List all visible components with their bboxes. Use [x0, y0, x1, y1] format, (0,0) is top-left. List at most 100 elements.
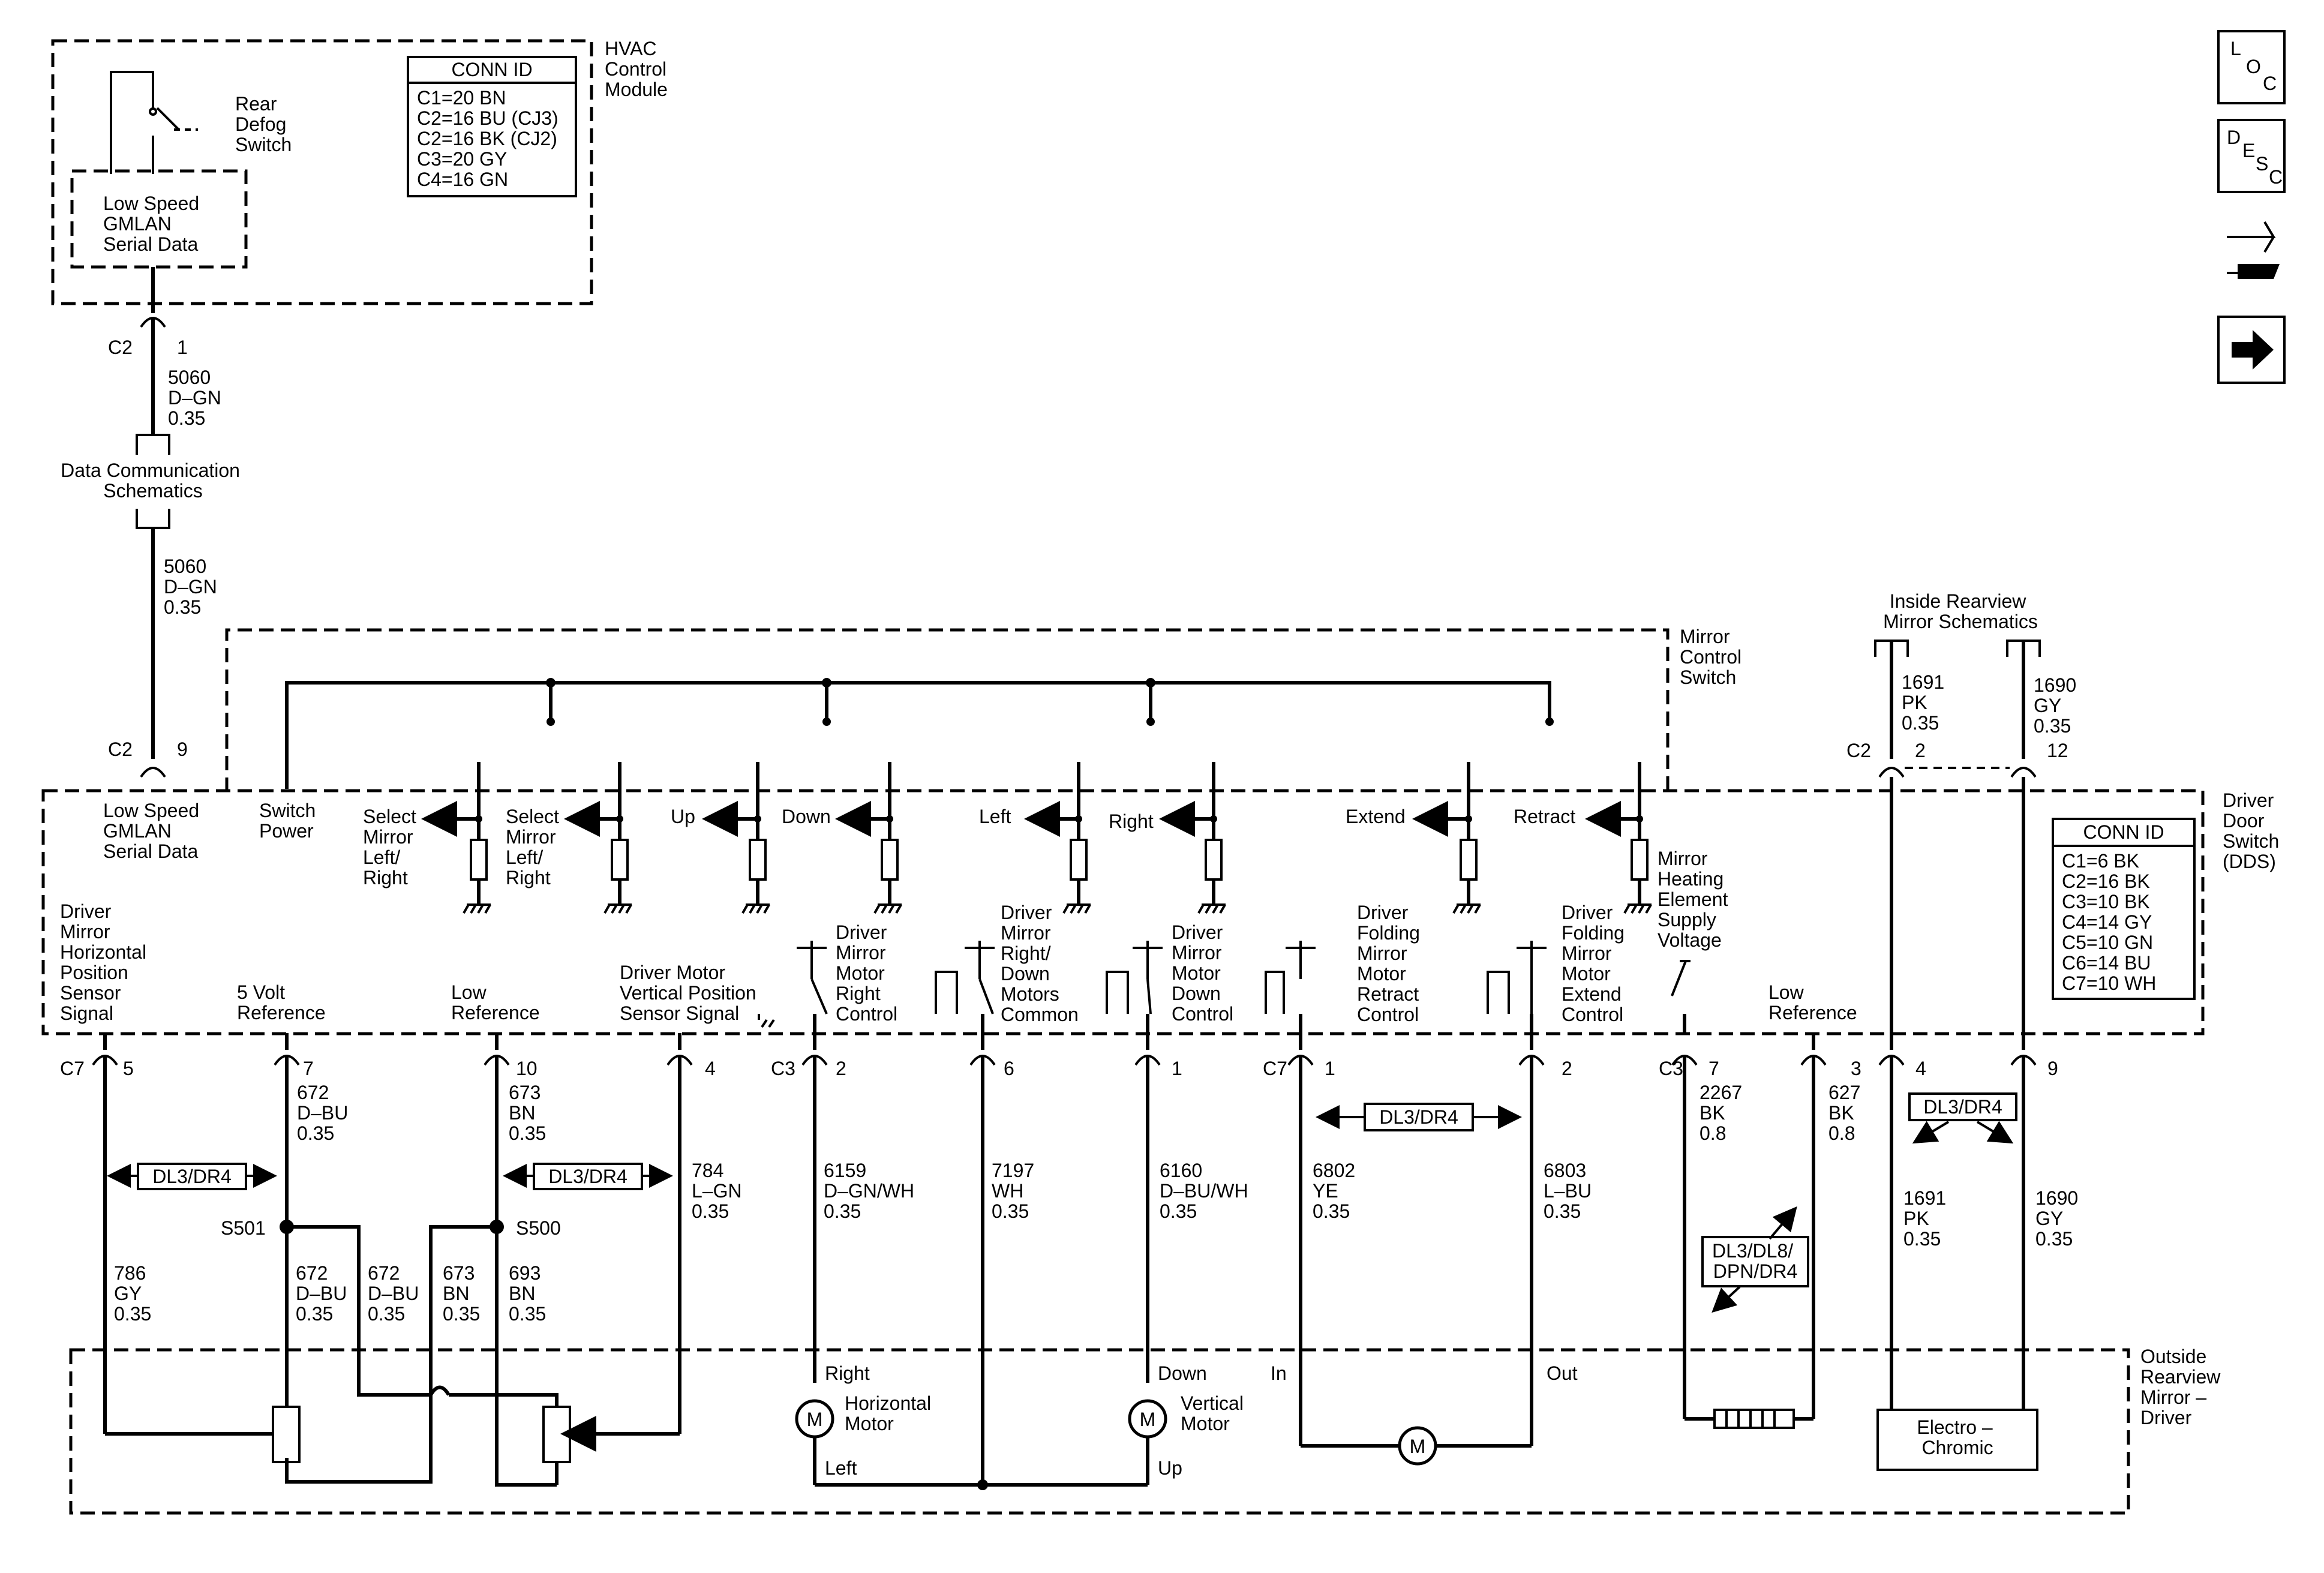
- pin-label: 9: [2047, 1058, 2058, 1079]
- dds-conn-id-row: C1=6 BK: [2062, 850, 2139, 872]
- mirror-heating-supply: Mirror Heating Element Supply Voltage: [1658, 848, 1733, 1033]
- inside-mirror-conn-label: C2: [1846, 740, 1871, 761]
- dds-pin-label-horizontal-sensor: Driver Mirror Horizontal Position Sensor…: [60, 900, 152, 1024]
- wire-label-784: 784 L–GN 0.35: [692, 1160, 747, 1222]
- hvac-conn-id-row: C1=20 BN: [417, 87, 506, 109]
- rear-defog-switch: [110, 71, 198, 174]
- inside-mirror-circuit-1691: 1691 PK 0.35: [1902, 671, 1950, 734]
- inside-mirror-pin-2: 2: [1915, 740, 1926, 761]
- select-mirror-input-2: Select Mirror Left/ Right: [506, 762, 632, 914]
- switch-signal-inputs: Select Mirror Left/ Right Select Mirror …: [363, 762, 1652, 914]
- pin-label: 2: [1562, 1058, 1572, 1079]
- hvac-conn-id-title: CONN ID: [451, 59, 532, 80]
- inside-mirror-pin-12: 12: [2047, 740, 2068, 761]
- heating-element: [1685, 1409, 1813, 1429]
- dds-pin-label-extend-control: Driver Folding Mirror Motor Extend Contr…: [1562, 902, 1630, 1025]
- wire-label-6802: 6802 YE 0.35: [1313, 1160, 1361, 1222]
- svg-text:S: S: [2256, 153, 2268, 175]
- motor-symbol: M: [1140, 1409, 1156, 1430]
- motor-symbol: M: [1410, 1436, 1426, 1457]
- heating-supply-label: Mirror Heating Element Supply Voltage: [1658, 848, 1733, 951]
- lower-pin-label: 9: [177, 739, 188, 760]
- horizontal-motor-label: Horizontal Motor: [845, 1392, 936, 1434]
- vertical-motor-down-label: Down: [1158, 1362, 1207, 1384]
- dds-pin-label-right-control: Driver Mirror Motor Right Control: [836, 921, 897, 1025]
- hvac-gmlan-block: [70, 169, 248, 269]
- outside-mirror-title: Outside Rearview Mirror – Driver: [2140, 1346, 2226, 1428]
- wire-label-786: 786 GY 0.35: [114, 1262, 151, 1325]
- down-input: Down: [782, 762, 902, 914]
- pin-label: 7: [303, 1058, 314, 1079]
- hvac-conn-id-row: C2=16 BU (CJ3): [417, 107, 559, 129]
- option-multi-label: DL3/DL8/ DPN/DR4: [1712, 1240, 1798, 1282]
- electrochromic-element: Electro – Chromic: [1876, 1409, 2038, 1471]
- pin-label: 3: [1851, 1058, 1861, 1079]
- dds-conn-id-row: C6=14 BU: [2062, 952, 2151, 974]
- wire-label-6803: 6803 L–BU 0.35: [1544, 1160, 1597, 1222]
- nav-icons: L O C D E S C: [2217, 30, 2286, 384]
- repair-tools-icon[interactable]: [2227, 221, 2280, 279]
- retract-label: Retract: [1514, 806, 1575, 827]
- svg-text:DL3/DR4: DL3/DR4: [1923, 1096, 2002, 1118]
- hvac-module-title: HVAC Control Module: [605, 38, 672, 100]
- select-mirror-label-1: Select Mirror Left/ Right: [363, 806, 422, 888]
- dds-pin-label-common: Driver Mirror Right/ Down Motors Common: [1001, 902, 1079, 1025]
- wire-label-672-b: 672 D–BU 0.35: [296, 1262, 352, 1325]
- dds-pin-label-down-control: Driver Mirror Motor Down Control: [1172, 921, 1233, 1025]
- pin-label: 2: [836, 1058, 846, 1079]
- dds-conn-id-row: C7=10 WH: [2062, 972, 2156, 994]
- svg-text:O: O: [2246, 56, 2261, 77]
- data-communication-schematics-label: Data Communication Schematics: [61, 460, 245, 502]
- vertical-motor-label: Vertical Motor: [1181, 1392, 1249, 1434]
- dds-pin-label-low-ref: Low Reference: [451, 981, 540, 1023]
- inside-rearview-mirror-link: Inside Rearview Mirror Schematics 1691 P…: [1846, 590, 2076, 778]
- wire-label-1691: 1691 PK 0.35: [1903, 1187, 1951, 1250]
- option-dl3-dr4-3: DL3/DR4: [1316, 1103, 1522, 1131]
- dds-gmlan-label: Low Speed GMLAN Serial Data: [103, 800, 205, 862]
- left-input: Left: [979, 762, 1091, 914]
- conn-c7-left-label: C7: [60, 1058, 85, 1079]
- conn-c3-right-label: C3: [1659, 1058, 1683, 1079]
- svg-text:DL3/DR4: DL3/DR4: [548, 1166, 627, 1187]
- wire-label-1690: 1690 GY 0.35: [2035, 1187, 2083, 1250]
- dds-pin-label-vertical-sensor: Driver Motor Vertical Position Sensor Si…: [620, 962, 762, 1024]
- description-icon[interactable]: D E S C: [2217, 119, 2286, 193]
- motor-symbol: M: [807, 1409, 823, 1430]
- svg-text:D: D: [2227, 127, 2241, 148]
- wire-label-6160: 6160 D–BU/WH 0.35: [1160, 1160, 1253, 1222]
- select-mirror-input-1: Select Mirror Left/ Right: [363, 762, 491, 914]
- hvac-module-boundary: [51, 39, 593, 305]
- hvac-conn-id-table: CONN ID C1=20 BN C2=16 BU (CJ3) C2=16 BK…: [407, 56, 577, 197]
- mirror-control-switch-title: Mirror Control Switch: [1680, 626, 1747, 688]
- dds-conn-id-row: C5=10 GN: [2062, 932, 2153, 953]
- vertical-position-sensor: [495, 1393, 680, 1487]
- pin-label: 10: [516, 1058, 538, 1079]
- wire-label-693: 693 BN 0.35: [509, 1262, 546, 1325]
- svg-text:C: C: [2263, 73, 2277, 94]
- dds-conn-id-title: CONN ID: [2083, 821, 2164, 843]
- up-label: Up: [671, 806, 695, 827]
- upper-conn-label: C2: [108, 337, 133, 358]
- upper-pin-label: 1: [177, 337, 188, 358]
- pin-label: 1: [1325, 1058, 1335, 1079]
- dds-conn-id-row: C4=14 GY: [2062, 911, 2152, 933]
- option-dl3-dr4-4: DL3/DR4: [1908, 1092, 2017, 1144]
- pin-label: 6: [1004, 1058, 1014, 1079]
- wire-label-627: 627 BK 0.8: [1828, 1082, 1866, 1144]
- wire-label-673: 673 BN 0.35: [509, 1082, 546, 1144]
- folding-motor: M In Out: [1271, 1362, 1578, 1466]
- pin-label: 7: [1709, 1058, 1719, 1079]
- hvac-conn-id-row: C2=16 BK (CJ2): [417, 128, 557, 149]
- upper-circuit-label: 5060 D–GN 0.35: [168, 367, 227, 429]
- wire-label-2267: 2267 BK 0.8: [1700, 1082, 1747, 1144]
- wire-label-673-b: 673 BN 0.35: [443, 1262, 480, 1325]
- next-arrow-icon[interactable]: [2217, 316, 2286, 384]
- location-icon[interactable]: L O C: [2217, 30, 2286, 104]
- folding-motor-in-label: In: [1271, 1362, 1287, 1384]
- svg-text:L: L: [2230, 38, 2241, 59]
- dds-pin-label-low-ref-2: Low Reference: [1768, 981, 1857, 1023]
- horizontal-motor: M Right Left Horizontal Motor: [795, 1362, 936, 1485]
- driver-door-switch: Driver Door Switch (DDS) Low Speed GMLAN…: [41, 789, 2279, 1035]
- conn-c7-mid-label: C7: [1263, 1058, 1287, 1079]
